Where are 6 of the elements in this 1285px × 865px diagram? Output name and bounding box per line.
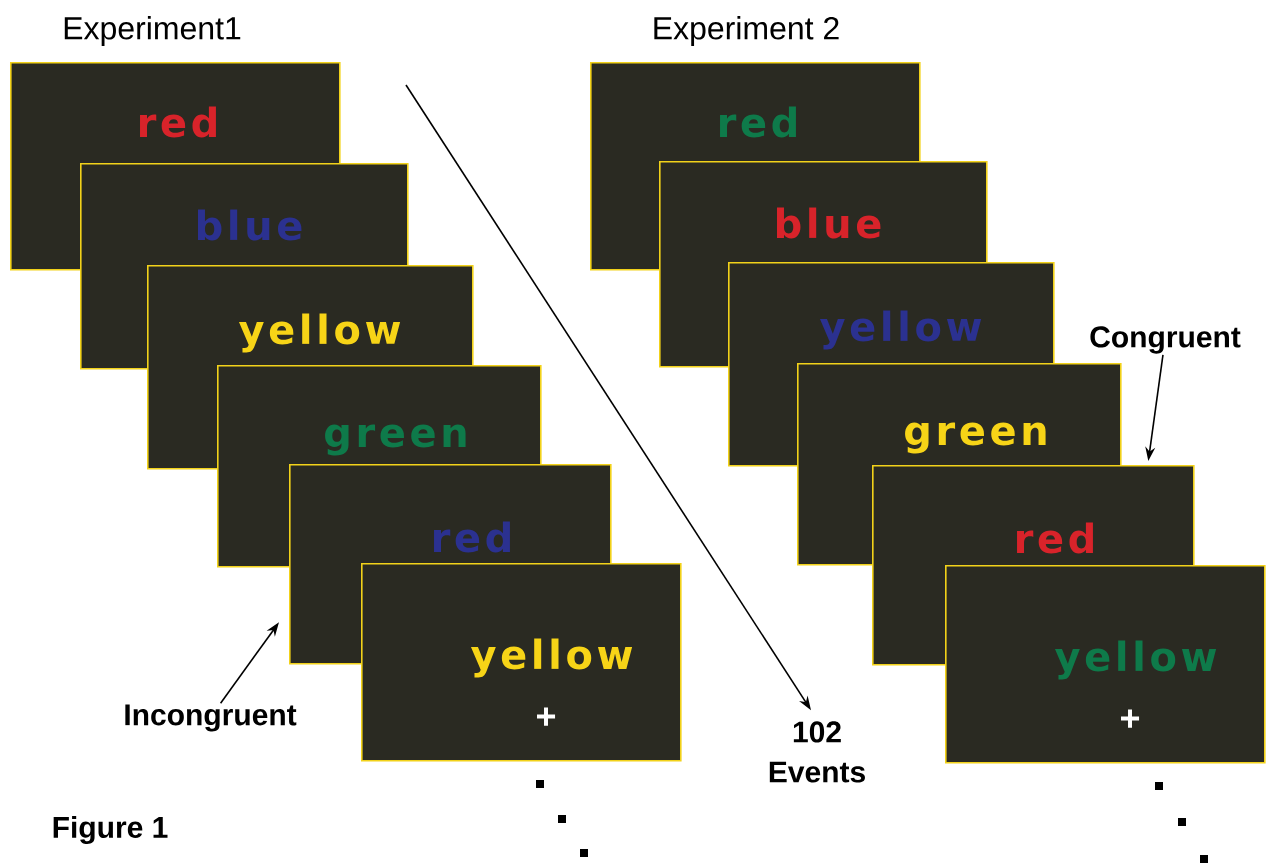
figure-caption: Figure 1 [53,815,168,845]
callout-text: Incongruent [125,704,297,732]
screen-card: yellow + [945,565,1266,764]
callout-text: Congruent [1090,326,1241,354]
callout-text: 102 Events [769,721,865,783]
screen-card: yellow + [361,563,682,762]
